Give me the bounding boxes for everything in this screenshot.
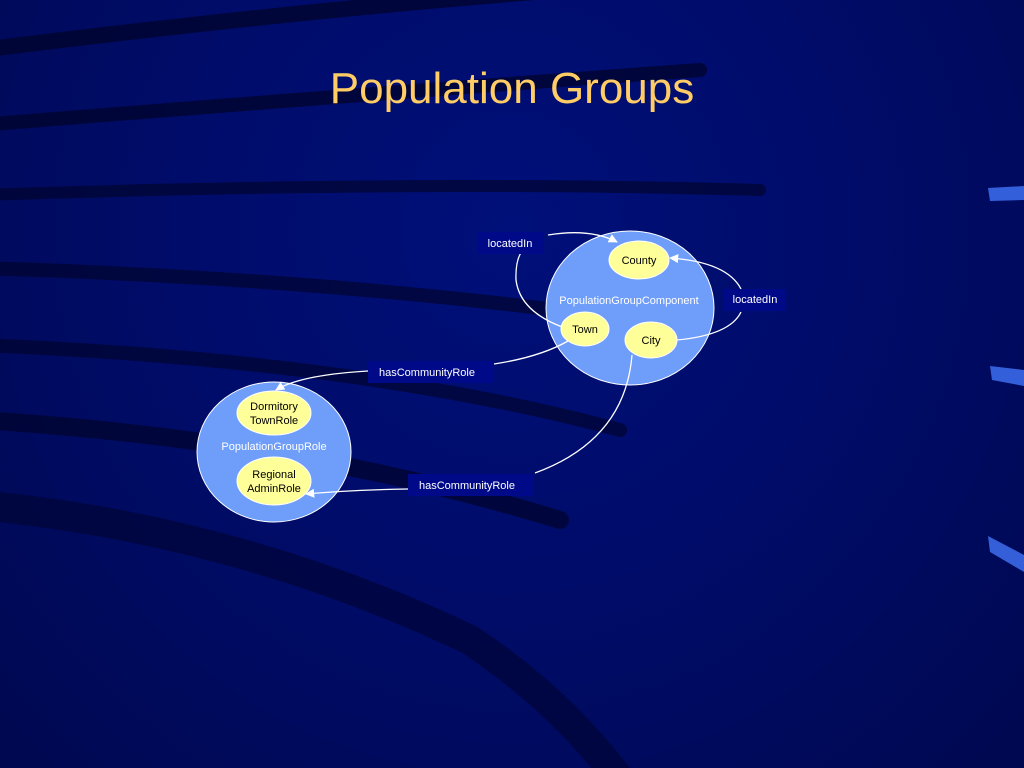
city-has-community-role-label: hasCommunityRole [408, 474, 534, 496]
city-has-role-edge [534, 354, 633, 474]
edge-label-text: locatedIn [488, 238, 533, 250]
regional-label-line2: AdminRole [247, 483, 301, 495]
dormitory-town-role-node: Dormitory TownRole [236, 390, 312, 436]
county-label: County [622, 255, 657, 267]
page-title: Population Groups [329, 64, 695, 113]
town-label: Town [572, 324, 598, 336]
city-node: City [624, 321, 678, 359]
edge-label-text: hasCommunityRole [419, 480, 515, 492]
edge-label-text: locatedIn [733, 294, 778, 306]
town-located-in-label: locatedIn [477, 232, 544, 254]
town-located-in-arrow [547, 232, 618, 243]
population-group-role-group [196, 381, 352, 523]
city-located-in-arrow [669, 254, 742, 290]
city-label: City [642, 335, 661, 347]
dormitory-label-line1: Dormitory [250, 401, 298, 413]
city-located-in-label: locatedIn [724, 289, 786, 311]
town-has-role-edge [493, 340, 569, 365]
city-has-role-arrow [305, 488, 409, 498]
population-group-role-label: PopulationGroupRole [221, 441, 326, 453]
town-has-role-arrow [275, 370, 369, 391]
population-group-component-label: PopulationGroupComponent [559, 295, 698, 307]
town-has-community-role-label: hasCommunityRole [368, 361, 494, 383]
regional-admin-role-node: Regional AdminRole [236, 456, 312, 506]
edge-label-text: hasCommunityRole [379, 367, 475, 379]
town-node: Town [560, 311, 610, 347]
dormitory-label-line2: TownRole [250, 415, 298, 427]
city-located-in-edge [676, 311, 742, 341]
county-node: County [608, 240, 670, 280]
regional-label-line1: Regional [252, 469, 295, 481]
